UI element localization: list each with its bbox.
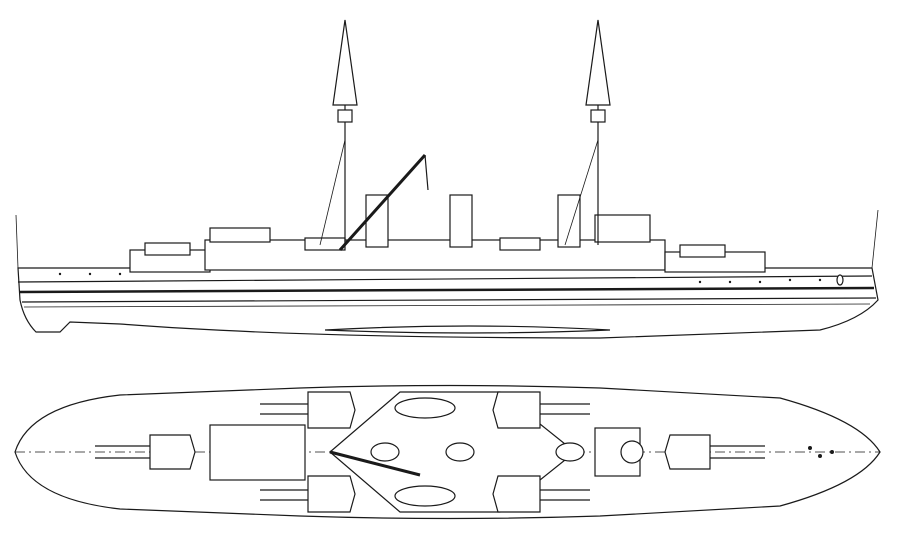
fwd-bridge: [594, 214, 651, 243]
wing-turret-aft-side: [304, 237, 346, 251]
aft-deckhouse: [209, 424, 306, 481]
boat-fwd: [394, 485, 456, 507]
fwd-mast: [564, 19, 611, 246]
mid-superstructure: [204, 239, 666, 271]
funnel-3-top: [555, 442, 585, 462]
wing-turret-fwd-starboard: [492, 475, 590, 513]
wing-turret-aft-port: [260, 391, 356, 429]
belt-line: [19, 286, 875, 294]
stern-flag-line: [15, 214, 19, 269]
fwd-conning-tower: [620, 440, 644, 464]
bow-stem-line: [871, 209, 879, 269]
funnel-1: [365, 194, 389, 248]
waterline: [21, 297, 877, 303]
crane-boom-plan: [329, 450, 421, 477]
aft-turret: [95, 434, 196, 470]
aft-turret-side: [144, 242, 191, 256]
boat-crane: [338, 153, 429, 252]
funnel-1-top: [370, 442, 400, 462]
portholes: [58, 272, 822, 284]
funnel-2: [449, 194, 473, 248]
boat-aft: [394, 397, 456, 419]
aft-bridge: [209, 227, 271, 243]
plan-view: [14, 384, 881, 520]
anchor-hawse: [836, 274, 844, 286]
wing-turret-aft-starboard: [260, 475, 356, 513]
main-deck-line: [17, 275, 873, 283]
funnel-2-top: [445, 442, 475, 462]
wing-turret-fwd-side: [499, 237, 541, 251]
funnel-3: [557, 194, 581, 248]
wing-turret-fwd-port: [492, 391, 590, 429]
anchors: [808, 446, 834, 458]
fwd-turret: [664, 434, 765, 470]
aft-mast: [319, 19, 358, 246]
fwd-turret-side: [679, 244, 726, 258]
bilge-keel: [324, 325, 611, 334]
side-profile-view: [15, 19, 879, 339]
hull-outline: [17, 267, 879, 339]
boot-top-line: [23, 303, 871, 308]
